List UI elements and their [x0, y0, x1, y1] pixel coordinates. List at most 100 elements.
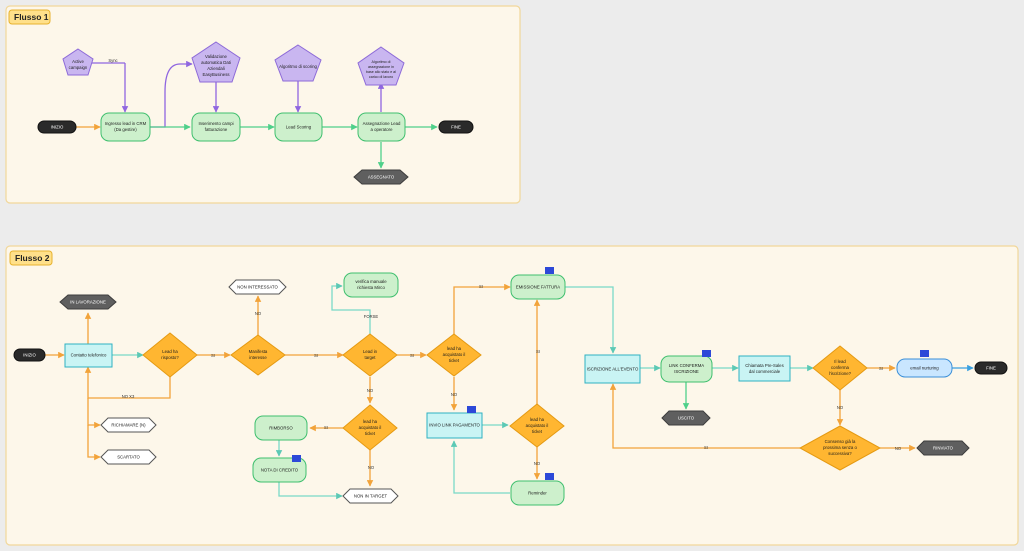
flow2-link-conferma-node[interactable]: LINK CONFERMA ISCRIZIONE — [660, 350, 713, 383]
edge2-consenso-iscrizione — [609, 383, 800, 449]
svg-text:SCARTATO: SCARTATO — [117, 455, 140, 460]
flow2-manifesta-decision[interactable]: Manifesta interesse — [230, 334, 286, 376]
flow2-richiamare-status[interactable]: RICHIAMARE (N) — [100, 417, 157, 433]
flow1-algoritmo-scoring-pentagon[interactable]: Algoritmo di scoring — [274, 44, 322, 82]
flow2-rinviato-status[interactable]: RINVIATO — [916, 440, 970, 456]
svg-text:Chiamata Pre-Sales: Chiamata Pre-Sales — [745, 363, 783, 368]
edge2-emissione-iscrizione — [565, 286, 617, 354]
flow2-title: Flusso 2 — [15, 253, 50, 263]
flow1-end-node[interactable]: FINE — [438, 120, 474, 134]
svg-text:ticket: ticket — [365, 431, 376, 436]
edge2-label-si-6: SI — [536, 349, 540, 354]
flow2-non-target-status[interactable]: NON IN TARGET — [342, 488, 399, 504]
flow2-iscrizione-node[interactable]: ISCRIZIONE ALL'EVENTO — [584, 354, 641, 384]
svg-text:RICHIAMARE (N): RICHIAMARE (N) — [111, 423, 146, 428]
flow2-acquistato-bottom-decision[interactable]: lead ha acquistato il ticket — [509, 403, 565, 448]
svg-text:ASSEGNATO: ASSEGNATO — [368, 175, 395, 180]
flow2-uscito-status[interactable]: USCITO — [661, 410, 711, 426]
flow1-algoritmo-assegnazione-pentagon[interactable]: Algoritmo di assegnazione in base allo s… — [357, 46, 405, 86]
svg-text:EasyBusiness: EasyBusiness — [203, 72, 230, 77]
svg-text:lead ha: lead ha — [363, 419, 378, 424]
svg-text:dal commerciale: dal commerciale — [749, 369, 781, 374]
edge2-label-no-1: NO — [255, 311, 262, 316]
mail-icon — [292, 455, 301, 462]
flow1-start-node[interactable]: INIZIO — [37, 120, 77, 134]
flow1-active-campaign-pentagon[interactable]: Active campaign — [62, 48, 94, 76]
flow2-email-node[interactable]: email nurturing — [896, 350, 953, 378]
svg-text:risposto?: risposto? — [161, 355, 179, 360]
flow2-acquistato-mid-decision[interactable]: lead ha acquistato il ticket — [342, 404, 398, 451]
edge2-label-si-3: SI — [410, 353, 414, 358]
mail-icon — [545, 267, 554, 274]
svg-text:(Da gestire): (Da gestire) — [114, 127, 137, 132]
flow2-scartato-status[interactable]: SCARTATO — [100, 449, 157, 465]
svg-text:NON IN TARGET: NON IN TARGET — [354, 494, 388, 499]
flow2-in-target-decision[interactable]: Lead in target — [342, 333, 398, 377]
flow2-in-lavorazione-status[interactable]: IN LAVORAZIONE — [59, 294, 117, 310]
mail-icon — [467, 406, 476, 413]
edge2-label-forse: FORSE — [364, 314, 379, 319]
flow2-consenso-decision[interactable]: Consenso già la prossima senza o success… — [798, 425, 882, 471]
svg-text:RINVIATO: RINVIATO — [933, 446, 954, 451]
mail-icon — [702, 350, 711, 357]
flow2-verifica-node[interactable]: verifica manuale richiesta Mirco — [343, 272, 399, 298]
mail-icon — [545, 473, 554, 480]
flow2-non-interessato-status[interactable]: NON INTERESSATO — [228, 279, 287, 295]
svg-text:lead ha: lead ha — [530, 417, 545, 422]
edge2-label-no-7: NO — [895, 446, 902, 451]
svg-text:carico di lavoro: carico di lavoro — [369, 75, 393, 79]
mail-icon — [920, 350, 929, 357]
svg-text:acquistato il: acquistato il — [443, 352, 466, 357]
flow1-ingresso-node[interactable]: Ingresso lead in CRM (Da gestire) — [100, 112, 151, 142]
svg-text:automatica Dati: automatica Dati — [201, 60, 231, 65]
svg-text:fatturazione: fatturazione — [205, 127, 228, 132]
edge2-label-si-7: SI — [879, 366, 883, 371]
flow2-contatto-node[interactable]: Contatto telefonico — [64, 343, 113, 368]
flow1-panel: Flusso 1 — [5, 5, 521, 204]
edge-label-sync: Sync — [108, 58, 117, 63]
svg-text:USCITO: USCITO — [678, 416, 695, 421]
svg-text:lead ha: lead ha — [447, 346, 462, 351]
svg-text:prossima senza o: prossima senza o — [823, 445, 857, 450]
edge2-nota-nontarget — [278, 482, 343, 500]
svg-text:successiva?: successiva? — [828, 451, 852, 456]
svg-text:LINK CONFERMA: LINK CONFERMA — [669, 363, 704, 368]
flow2-risposto-decision[interactable]: Lead ha risposto? — [142, 332, 198, 378]
flow2-reminder-node[interactable]: Reminder — [510, 473, 565, 506]
svg-text:FINE: FINE — [451, 125, 461, 130]
svg-text:Lead ha: Lead ha — [162, 349, 178, 354]
svg-text:FINE: FINE — [986, 366, 996, 371]
svg-text:assegnazione in: assegnazione in — [368, 65, 394, 69]
flow2-rimborso-node[interactable]: RIMBORSO — [254, 415, 308, 441]
flow1-inserimento-node[interactable]: Inserimento campi fatturazione — [191, 112, 241, 142]
flow2-emissione-node[interactable]: EMISSIONE FATTURA — [510, 267, 566, 300]
svg-text:conferma: conferma — [831, 365, 850, 370]
svg-text:ticket: ticket — [449, 358, 460, 363]
svg-text:Lead Scoring: Lead Scoring — [286, 125, 312, 130]
svg-text:Validazione: Validazione — [205, 54, 228, 59]
edge2-to-scartato — [87, 425, 101, 461]
edge2-label-no-6: NO — [837, 405, 844, 410]
edge2-label-no-5: NO — [534, 461, 541, 466]
flow2-acquistato-top-decision[interactable]: lead ha acquistato il ticket — [426, 333, 482, 377]
flow2-conferma-decision[interactable]: Il lead conferma l'iscrizione? — [812, 345, 868, 391]
flow1-edges: Sync — [76, 58, 438, 169]
flow1-assegnazione-node[interactable]: Assegnazione Lead a operatore — [357, 112, 406, 142]
svg-text:l'iscrizione?: l'iscrizione? — [829, 371, 852, 376]
flow2-title-badge — [9, 250, 53, 266]
edge2-label-si-4: SI — [324, 425, 328, 430]
flow2-chiamata-node[interactable]: Chiamata Pre-Sales dal commerciale — [738, 355, 791, 382]
flow2-start-node[interactable]: INIZIO — [13, 348, 46, 362]
flow2-nota-node[interactable]: NOTA DI CREDITO — [252, 455, 307, 483]
edge2-label-no-2: NO — [367, 388, 374, 393]
flow1-validazione-pentagon[interactable]: Validazione automatica Dati Aziendali Ea… — [191, 41, 241, 83]
flow2-invio-link-node[interactable]: INVIO LINK PAGAMENTO — [426, 406, 483, 439]
flow2-end-node[interactable]: FINE — [974, 361, 1008, 375]
flow1-assegnato-status[interactable]: ASSEGNATO — [353, 169, 409, 185]
flow1-scoring-node[interactable]: Lead Scoring — [274, 112, 323, 142]
svg-text:INIZIO: INIZIO — [51, 125, 64, 130]
edge2-target-verifica — [331, 282, 371, 335]
svg-text:Inserimento campi: Inserimento campi — [198, 121, 233, 126]
svg-text:ISCRIZIONE ALL'EVENTO: ISCRIZIONE ALL'EVENTO — [587, 367, 639, 372]
